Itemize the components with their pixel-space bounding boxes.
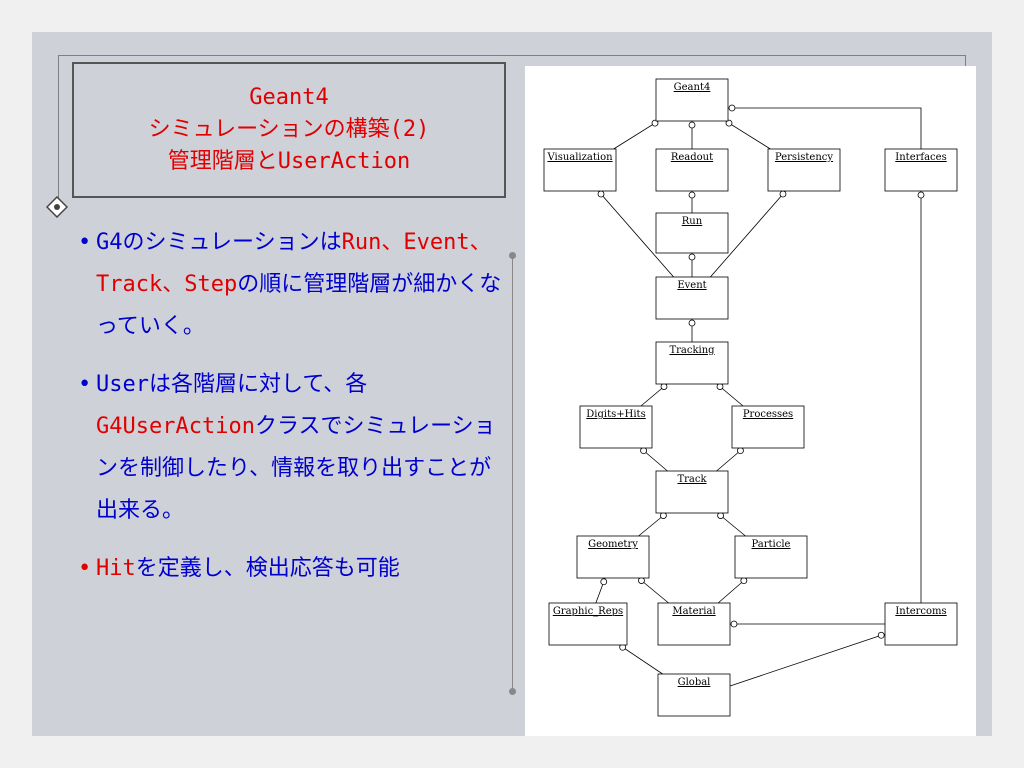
edge-persistency-event (710, 190, 786, 278)
bullet-text: Run、Event、Track、Step (96, 230, 492, 297)
bullet-marker: • (78, 230, 92, 255)
edge-end-geant4-visualization (651, 119, 659, 127)
edge-end-geant4-readout (688, 121, 696, 129)
node-label-readout: Readout (671, 152, 713, 163)
node-intercoms (884, 602, 958, 646)
bullet-marker: • (78, 372, 92, 397)
node-label-intercoms: Intercoms (895, 606, 946, 617)
edge-end-persistency-event (779, 190, 787, 198)
node-geometry (576, 535, 650, 579)
bullet-text: Hit (96, 556, 136, 581)
edge-end-geometry-graphicreps (600, 578, 608, 586)
edge-end-material-intercoms (730, 620, 738, 628)
diamond-icon (46, 196, 68, 218)
bullet-text: の順に管理階層が細かくなっていく。 (96, 272, 502, 339)
slide-title: Geant4 シミュレーションの構築(2) 管理階層とUserAction (72, 62, 506, 198)
bullet-marker: • (78, 556, 92, 581)
node-persistency (767, 148, 841, 192)
edge-end-geant4-persistency (725, 119, 733, 127)
bullet-item: •G4のシミュレーションはRun、Event、Track、Stepの順に管理階層… (78, 222, 503, 348)
node-label-run: Run (682, 216, 703, 227)
node-label-track: Track (677, 474, 707, 485)
node-material (657, 602, 731, 646)
node-digitshits (579, 405, 653, 449)
divider-dot-bottom (509, 688, 516, 695)
title-line-3: 管理階層とUserAction (167, 149, 411, 174)
edge-end-geometry-material (638, 577, 645, 584)
edge-end-digitshits-track (640, 447, 647, 454)
node-event (655, 276, 729, 320)
edge-end-track-particle (717, 512, 725, 519)
node-label-tracking: Tracking (669, 345, 715, 356)
edge-end-particle-material (740, 577, 748, 585)
edge-end-visualization-event (597, 190, 605, 198)
edge-geant4-visualization (613, 120, 659, 150)
node-visualization (543, 148, 617, 192)
title-line-1: Geant4 (249, 85, 329, 110)
node-readout (655, 148, 729, 192)
edge-end-tracking-digitshits (660, 383, 668, 390)
node-processes (731, 405, 805, 449)
node-run (655, 212, 729, 254)
node-graphicreps (548, 602, 628, 646)
bullet-text: Userは各階層に対して、各 (96, 372, 368, 397)
edge-intercoms-global (729, 633, 886, 687)
edge-end-event-tracking (688, 319, 696, 327)
bullet-text: を定義し、検出応答も可能 (135, 556, 400, 581)
node-interfaces (884, 148, 958, 192)
frame-line-left (58, 55, 59, 205)
node-label-global: Global (678, 677, 711, 688)
divider-line (512, 255, 513, 692)
node-label-interfaces: Interfaces (895, 152, 946, 163)
node-global (657, 673, 731, 717)
node-label-visualization: Visualization (546, 152, 613, 163)
edge-end-run-event (688, 253, 696, 261)
edge-end-processes-track (737, 447, 744, 454)
node-tracking (655, 341, 729, 385)
edge-geant4-persistency (725, 120, 771, 150)
divider-dot-top (509, 252, 516, 259)
node-label-material: Material (672, 606, 715, 617)
node-geant4 (655, 78, 729, 122)
edge-end-intercoms-global (877, 631, 885, 639)
edge-graphicreps-global (619, 644, 663, 675)
edge-end-track-geometry (659, 512, 667, 519)
node-label-particle: Particle (752, 539, 791, 550)
node-label-digitshits: Digits+Hits (586, 409, 645, 420)
edge-end-geant4-interfaces (728, 104, 736, 112)
bullet-text: クラスでシミュレーションを制御したり、情報を取り出すことが出来る。 (96, 414, 496, 523)
bullet-text: G4のシミュレーションは (96, 230, 342, 255)
edge-end-readout-run (688, 191, 696, 199)
node-label-event: Event (677, 280, 706, 291)
bullet-text: G4UserAction (96, 414, 255, 439)
node-label-geant4: Geant4 (674, 82, 711, 93)
bullet-item: •Hitを定義し、検出応答も可能 (78, 548, 503, 590)
bullet-item: •Userは各階層に対して、各 G4UserActionクラスでシミュレーションを… (78, 364, 503, 532)
bullet-list: •G4のシミュレーションはRun、Event、Track、Stepの順に管理階層… (78, 222, 503, 606)
node-track (655, 470, 729, 514)
edge-visualization-event (598, 190, 674, 278)
node-label-persistency: Persistency (775, 152, 833, 163)
edge-end-interfaces-intercoms (917, 191, 925, 199)
node-label-graphicreps: Graphic_Reps (553, 606, 623, 617)
edge-geant4-interfaces (728, 107, 922, 149)
edge-end-tracking-processes (716, 383, 724, 390)
frame-line-top (58, 55, 966, 56)
node-particle (734, 535, 808, 579)
node-label-processes: Processes (743, 409, 793, 420)
node-label-geometry: Geometry (588, 539, 638, 550)
title-line-2: シミュレーションの構築(2) (148, 117, 430, 142)
